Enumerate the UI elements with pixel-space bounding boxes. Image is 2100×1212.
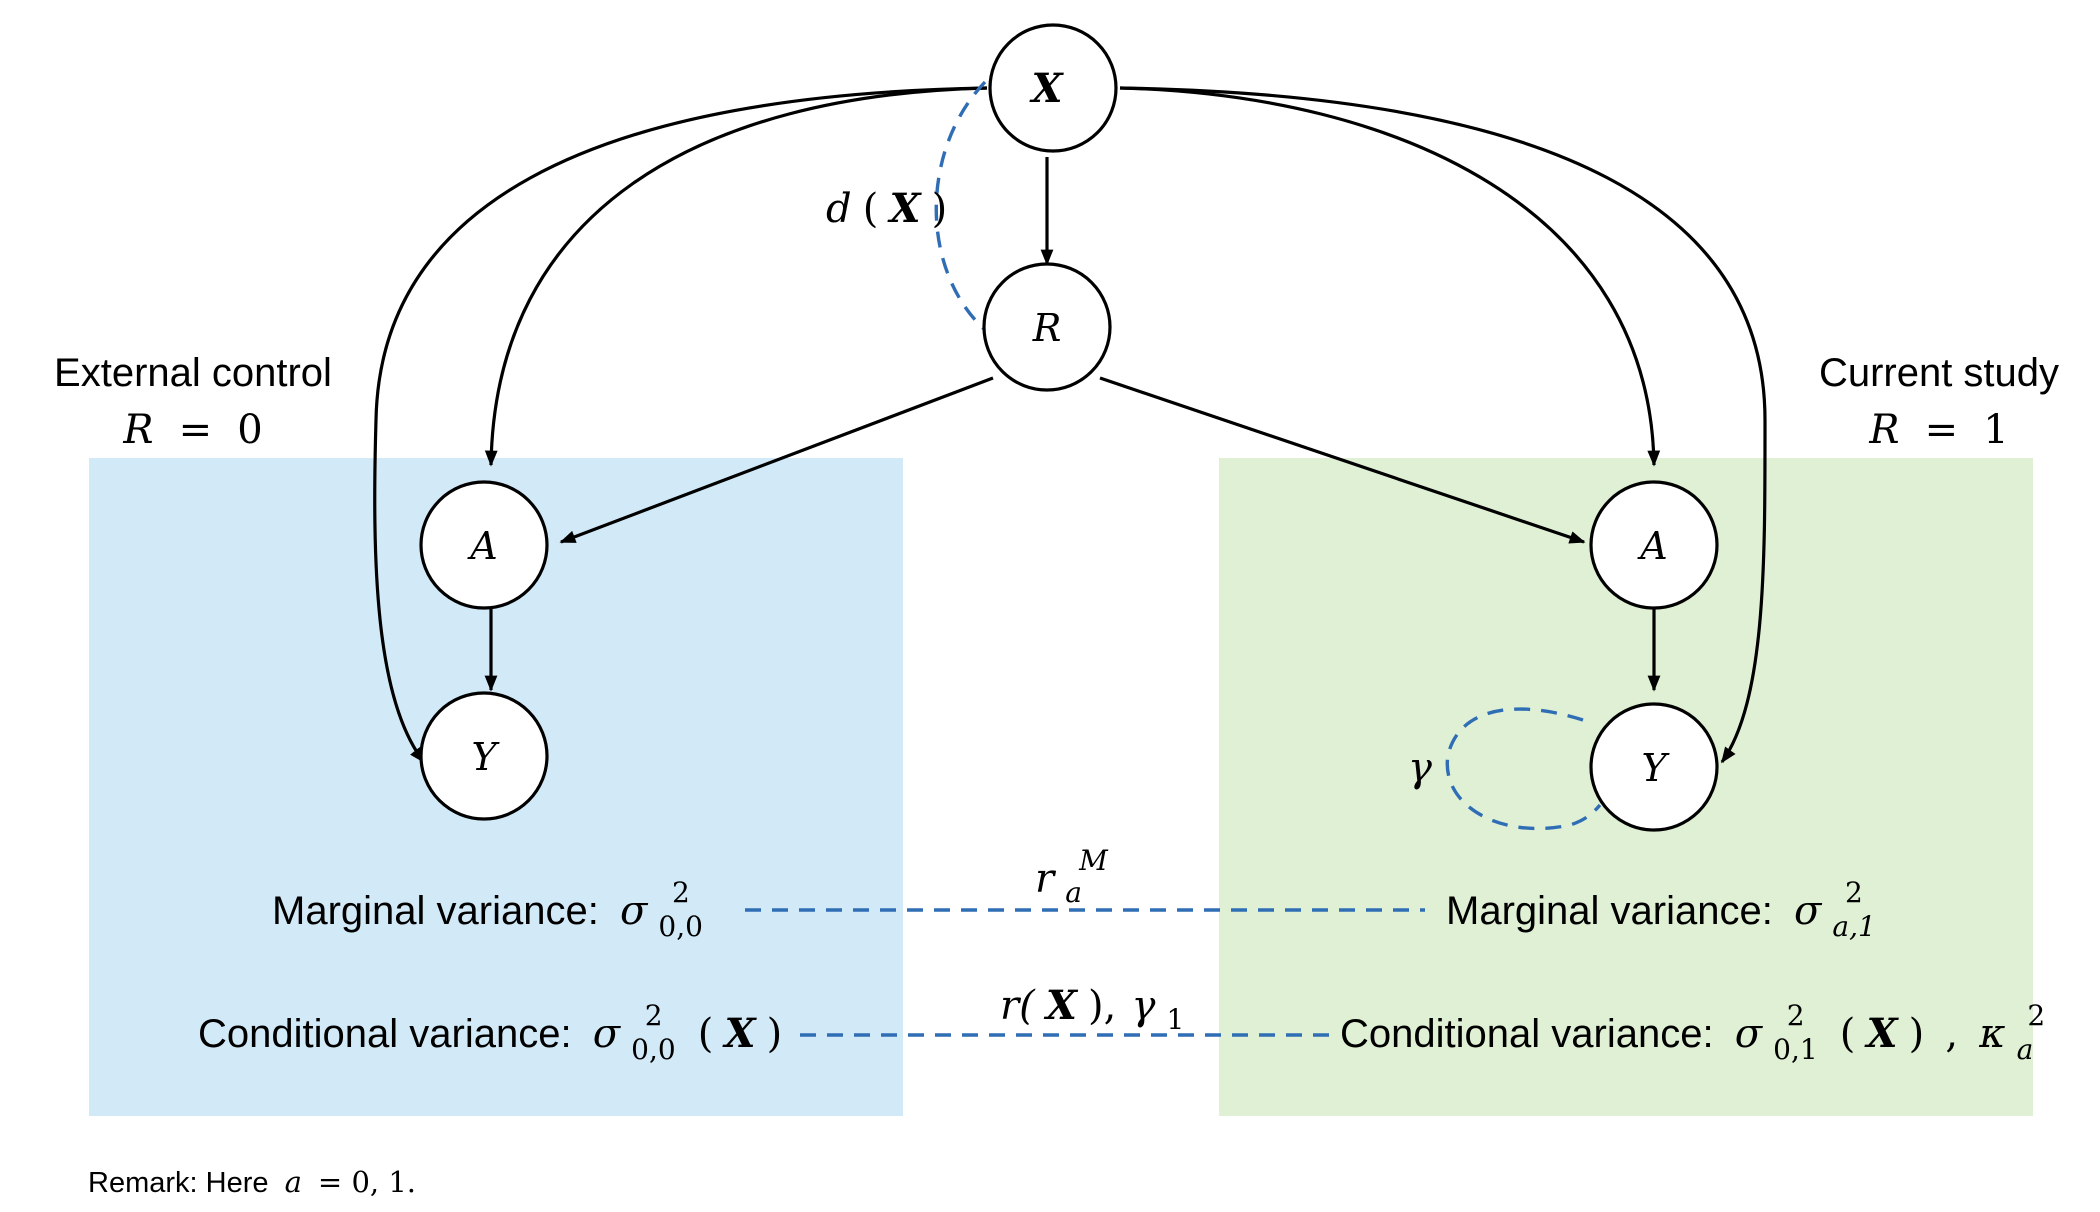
current-study-r-label: R = 1 (1868, 407, 2008, 453)
conditional-left-x: X (721, 1010, 757, 1057)
marginal-left-sup: 2 (672, 876, 690, 909)
marginal-right-sup: 2 (1845, 876, 1863, 909)
external-r-value: 0 (237, 407, 262, 453)
conditional-right-comma: , (1945, 1011, 1958, 1057)
rx-close: ), (1088, 983, 1116, 1029)
conditional-right-label: Conditional variance: (1340, 1012, 1714, 1056)
edge-r-to-a-right (1099, 376, 1586, 544)
current-r-symbol: R (1868, 407, 1899, 453)
rx-label: r( X ), γ 1 (1000, 982, 1184, 1036)
conditional-right-x: X (1863, 1010, 1899, 1057)
conditional-left-open: ( (698, 1011, 714, 1057)
rx-r: r( (1000, 983, 1036, 1029)
remark: Remark: Here a = 0, 1. (88, 1165, 416, 1199)
edge-x-to-y-left (373, 86, 988, 764)
conditional-right-open: ( (1840, 1011, 1856, 1057)
conditional-left-sigma: σ (593, 1011, 622, 1057)
edge-x-to-a-right (1119, 86, 1661, 467)
node-r-label: R (1032, 306, 1062, 350)
dx-x: X (886, 185, 922, 232)
node-y-left-label: Y (471, 735, 500, 779)
marginal-left-sigma: σ (620, 888, 649, 934)
rM-label: r a M (1035, 844, 1109, 911)
dashed-x-to-r (934, 80, 987, 332)
conditional-left-sup: 2 (645, 999, 663, 1032)
rx-gamma: γ (1131, 983, 1155, 1029)
node-x-label: X (1028, 65, 1064, 112)
marginal-left-sub: 0,0 (658, 910, 703, 943)
conditional-right-kappa-sub: a (2017, 1033, 2034, 1066)
remark-var: a (285, 1165, 302, 1199)
node-x (988, 23, 1118, 153)
dx-close: ) (932, 186, 948, 232)
marginal-right-sigma: σ (1794, 888, 1823, 934)
conditional-right-close: ) (1909, 1011, 1925, 1057)
node-y-right (1589, 702, 1719, 832)
marginal-right-label: Marginal variance: (1446, 889, 1773, 933)
node-a-left (419, 480, 549, 610)
node-y-left (419, 691, 549, 821)
edge-x-to-a-left (484, 86, 988, 467)
rx-sub: 1 (1167, 1003, 1185, 1036)
conditional-right-kappa-sup: 2 (2027, 999, 2045, 1032)
conditional-variance-right: Conditional variance: σ 0,1 2 ( X ) , κ … (1340, 990, 2045, 1068)
rx-x: X (1043, 982, 1079, 1029)
external-r-equals: = (179, 407, 213, 453)
marginal-variance-left: Marginal variance: σ 0,0 2 (272, 876, 714, 945)
conditional-left-label: Conditional variance: (198, 1012, 572, 1056)
marginal-variance-right: Marginal variance: σ a,1 2 (1446, 876, 1887, 945)
marginal-left-label: Marginal variance: (272, 889, 599, 933)
remark-prefix: Remark: Here (88, 1167, 269, 1199)
conditional-right-sigma: σ (1735, 1011, 1764, 1057)
edge-r-to-a-left (559, 376, 994, 544)
rM-r: r (1035, 856, 1057, 902)
node-a-right-label: A (1637, 524, 1667, 568)
rM-sup: M (1078, 844, 1109, 877)
external-control-r-label: R = 0 (122, 407, 262, 453)
conditional-variance-left: Conditional variance: σ 0,0 2 ( X ) (198, 990, 782, 1068)
conditional-right-kappa: κ (1978, 1011, 2005, 1057)
marginal-right-sub: a,1 (1832, 910, 1875, 943)
conditional-left-sub: 0,0 (631, 1033, 676, 1066)
external-control-title: External control (54, 351, 332, 395)
node-y-right-label: Y (1641, 746, 1670, 790)
dx-d: d (826, 186, 852, 232)
conditional-left-close: ) (767, 1011, 783, 1057)
current-r-value: 1 (1983, 407, 2008, 453)
dx-label: d ( X ) (826, 185, 947, 232)
conditional-right-sub: 0,1 (1773, 1033, 1818, 1066)
conditional-right-sup: 2 (1787, 999, 1805, 1032)
dashed-gamma-loop (1445, 707, 1602, 831)
current-r-equals: = (1925, 407, 1959, 453)
gamma-label: γ (1408, 745, 1432, 791)
external-r-symbol: R (122, 407, 153, 453)
dx-open: ( (863, 186, 879, 232)
node-r (982, 262, 1112, 392)
current-study-title: Current study (1819, 351, 2059, 395)
rM-sub: a (1065, 876, 1082, 909)
edge-x-to-y-right (1119, 86, 1767, 764)
node-a-right (1589, 480, 1719, 610)
node-a-left-label: A (467, 524, 497, 568)
remark-rest: = 0, 1. (318, 1165, 416, 1199)
